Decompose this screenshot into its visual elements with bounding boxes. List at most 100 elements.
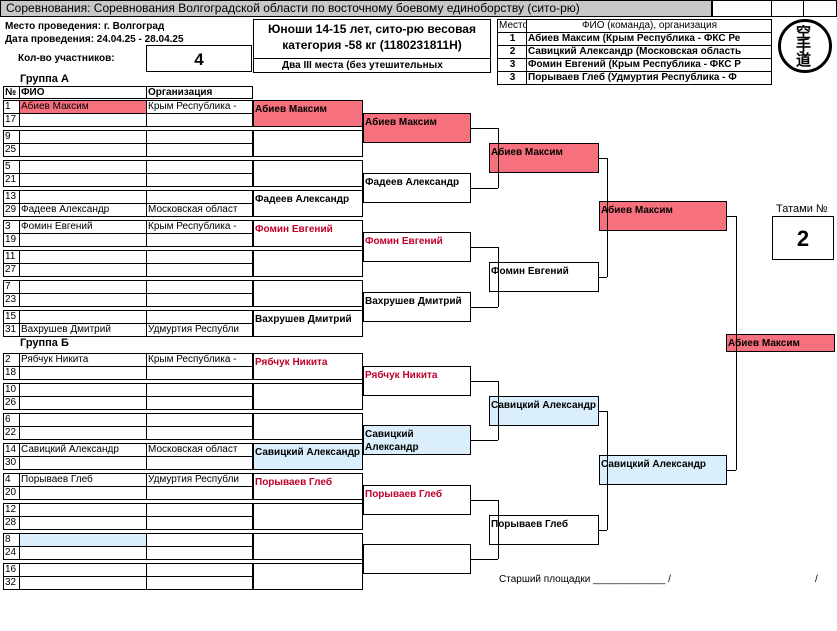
round3-box: Порываев Глеб — [489, 515, 599, 545]
slot-number: 11 — [3, 250, 20, 264]
slot-org — [146, 426, 253, 440]
slot-org — [146, 456, 253, 470]
slot-number: 14 — [3, 443, 20, 457]
slot-org — [146, 563, 253, 577]
bracket-line — [471, 307, 498, 308]
count-box: 4 — [146, 45, 252, 72]
place-number: 1 — [509, 33, 516, 44]
slot-number: 17 — [3, 113, 20, 127]
slot-number: 28 — [3, 516, 20, 530]
slot-number: 32 — [3, 576, 20, 590]
place-name: Абиев Максим (Крым Республика - ФКС Ре — [528, 33, 741, 44]
slot-name — [19, 190, 147, 204]
slot-number: 10 — [3, 383, 20, 397]
round2-box — [363, 544, 471, 574]
slot-org — [146, 533, 253, 547]
category-line1: Юноши 14-15 лет, сито-рю весовая — [268, 23, 476, 36]
bracket-line — [362, 546, 363, 576]
footer-slash: / — [815, 574, 818, 585]
slot-number: 3 — [3, 220, 20, 234]
slot-number: 23 — [3, 293, 20, 307]
slot-org — [146, 310, 253, 324]
round2-box: Фадеев Александр — [363, 173, 471, 203]
slot-name — [19, 113, 147, 127]
round1-box: Вахрушев Дмитрий — [253, 310, 363, 337]
count-label: Кол-во участников: — [18, 53, 115, 64]
round3-box: Савицкий Александр — [489, 396, 599, 426]
slot-name — [19, 486, 147, 500]
slot-org: Удмуртия Республи — [146, 323, 253, 337]
place-cell: 2 — [497, 45, 527, 59]
bracket-line — [727, 216, 736, 217]
title-bar: Соревнования: Соревнования Волгоградской… — [0, 0, 712, 17]
bracket-line — [599, 530, 607, 531]
slot-name: Фадеев Александр — [19, 203, 147, 217]
place-name-cell: Абиев Максим (Крым Республика - ФКС Ре — [526, 32, 772, 46]
round1-box: Фомин Евгений — [253, 220, 363, 247]
slot-number: 9 — [3, 130, 20, 144]
title-empty-cell — [712, 0, 772, 17]
slot-name: Вахрушев Дмитрий — [19, 323, 147, 337]
slot-org — [146, 546, 253, 560]
bracket-line — [736, 216, 737, 470]
slot-name — [19, 576, 147, 590]
round1-box — [253, 130, 363, 157]
bracket-line — [599, 277, 607, 278]
round1-box — [253, 413, 363, 440]
round1-box — [253, 250, 363, 277]
slot-number: 2 — [3, 353, 20, 367]
senior-signature: Старший площадки _____________ / — [499, 574, 671, 585]
count-value: 4 — [194, 50, 204, 69]
competition-title: Соревнования: Соревнования Волгоградской… — [6, 2, 580, 15]
place-name-cell: Порываев Глеб (Удмуртия Республика - Ф — [526, 71, 772, 85]
slot-number: 15 — [3, 310, 20, 324]
slot-org — [146, 143, 253, 157]
category-divider — [254, 58, 490, 59]
round2-box: Вахрушев Дмитрий — [363, 292, 471, 322]
dates: Дата проведения: 24.04.25 - 28.04.25 — [5, 34, 184, 45]
places-col-name: ФИО (команда), организация — [581, 20, 718, 31]
round3-box: Абиев Максим — [489, 143, 599, 173]
slot-org — [146, 576, 253, 590]
category-box: Юноши 14-15 лет, сито-рю весовая категор… — [253, 19, 491, 73]
slot-number: 1 — [3, 100, 20, 114]
slot-name — [19, 280, 147, 294]
slot-number: 4 — [3, 473, 20, 487]
slot-name — [19, 250, 147, 264]
slot-org — [146, 190, 253, 204]
slot-name: Рябчук Никита — [19, 353, 147, 367]
slot-name — [19, 130, 147, 144]
slot-name — [19, 563, 147, 577]
slot-name — [19, 263, 147, 277]
place-name: Савицкий Александр (Московская область — [528, 46, 742, 57]
place-cell: 3 — [497, 71, 527, 85]
slot-name: Абиев Максим — [19, 100, 147, 114]
slot-name — [19, 143, 147, 157]
slot-org — [146, 293, 253, 307]
slot-number: 21 — [3, 173, 20, 187]
slot-org — [146, 113, 253, 127]
bracket-line — [498, 247, 499, 307]
slot-org — [146, 160, 253, 174]
place-name-cell: Савицкий Александр (Московская область — [526, 45, 772, 59]
bracket-line — [362, 293, 363, 323]
col-no-header: № — [3, 86, 20, 99]
slot-name — [19, 173, 147, 187]
slot-number: 6 — [3, 413, 20, 427]
slot-name: Порываев Глеб — [19, 473, 147, 487]
round1-box: Порываев Глеб — [253, 473, 363, 500]
slot-name — [19, 516, 147, 530]
slot-number: 12 — [3, 503, 20, 517]
slot-org: Московская област — [146, 203, 253, 217]
place-cell: 3 — [497, 58, 527, 72]
venue: Место проведения: г. Волгоград — [5, 21, 165, 32]
bracket-line — [471, 188, 498, 189]
slot-number: 27 — [3, 263, 20, 277]
slot-org — [146, 486, 253, 500]
slot-org: Удмуртия Республи — [146, 473, 253, 487]
bracket-line — [362, 426, 363, 456]
col-name: ФИО — [21, 87, 45, 98]
slot-name — [19, 396, 147, 410]
bracket-line — [599, 158, 607, 159]
round2-box: Фомин Евгений — [363, 232, 471, 262]
